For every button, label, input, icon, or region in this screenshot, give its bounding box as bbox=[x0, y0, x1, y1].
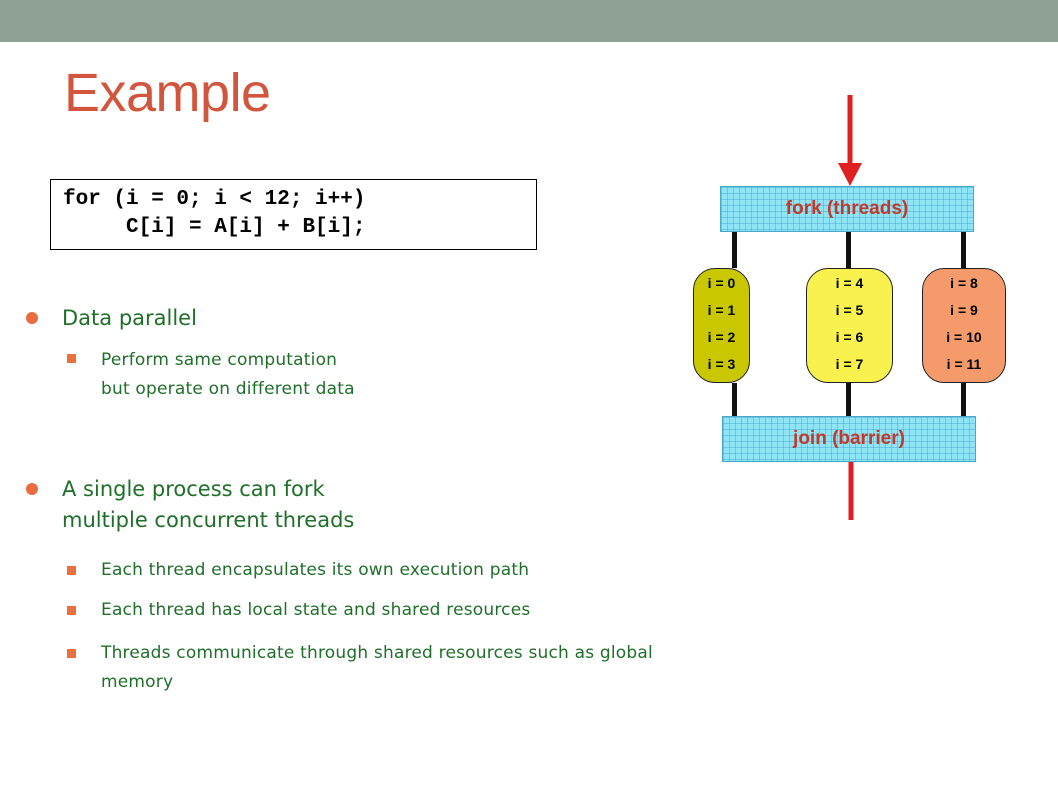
sub-bullet-text-line: Perform same computation bbox=[101, 350, 338, 370]
bullet-text-line: multiple concurrent threads bbox=[62, 508, 355, 532]
connector-line bbox=[732, 230, 737, 268]
slide-title: Example bbox=[64, 63, 271, 123]
fork-box: fork (threads) bbox=[720, 186, 974, 232]
sub-bullet-text-line: Each thread encapsulates its own executi… bbox=[101, 560, 530, 580]
bullet-icon bbox=[26, 312, 38, 324]
code-line-1: for (i = 0; i < 12; i++) bbox=[63, 188, 366, 211]
thread-block-1: i = 0 i = 1 i = 2 i = 3 bbox=[693, 268, 750, 383]
code-line-2: C[i] = A[i] + B[i]; bbox=[63, 216, 366, 239]
bullet-text-line: Data parallel bbox=[62, 306, 197, 330]
sub-bullet-communicate: Threads communicate through shared resou… bbox=[101, 639, 653, 697]
sub-bullet-local-state: Each thread has local state and shared r… bbox=[101, 596, 530, 625]
thread-iteration: i = 8 bbox=[950, 275, 978, 291]
incoming-arrow-head bbox=[838, 163, 862, 186]
thread-iteration: i = 10 bbox=[946, 329, 982, 345]
bullet-text-line: A single process can fork bbox=[62, 477, 325, 501]
sub-bullet-text-line: Threads communicate through shared resou… bbox=[101, 643, 653, 663]
bullet-data-parallel: Data parallel bbox=[62, 303, 197, 334]
join-box: join (barrier) bbox=[722, 416, 976, 462]
thread-block-2: i = 4 i = 5 i = 6 i = 7 bbox=[806, 268, 893, 383]
thread-iteration: i = 6 bbox=[835, 329, 864, 345]
sub-bullet-execution-path: Each thread encapsulates its own executi… bbox=[101, 556, 529, 585]
thread-iteration: i = 5 bbox=[835, 302, 864, 318]
connector-line bbox=[846, 383, 851, 416]
thread-iteration: i = 9 bbox=[950, 302, 978, 318]
connector-line bbox=[961, 230, 966, 268]
thread-iteration: i = 1 bbox=[707, 302, 736, 318]
sub-bullet-text-line: but operate on different data bbox=[101, 379, 355, 399]
thread-iteration: i = 7 bbox=[835, 356, 864, 372]
thread-iteration: i = 0 bbox=[707, 275, 736, 291]
connector-line bbox=[846, 230, 851, 268]
thread-iteration: i = 2 bbox=[707, 329, 736, 345]
connector-line bbox=[732, 383, 737, 416]
sub-bullet-text-line: memory bbox=[101, 672, 174, 692]
thread-block-3: i = 8 i = 9 i = 10 i = 11 bbox=[922, 268, 1006, 383]
connector-line bbox=[961, 383, 966, 416]
thread-iteration: i = 4 bbox=[835, 275, 864, 291]
sub-bullet-icon bbox=[67, 354, 76, 363]
join-label: join (barrier) bbox=[793, 428, 905, 449]
bullet-icon bbox=[26, 483, 38, 495]
sub-bullet-text-line: Each thread has local state and shared r… bbox=[101, 600, 531, 620]
code-box: for (i = 0; i < 12; i++) C[i] = A[i] + B… bbox=[50, 179, 537, 250]
sub-bullet-icon bbox=[67, 606, 76, 615]
bullet-fork-threads: A single process can fork multiple concu… bbox=[62, 474, 354, 536]
sub-bullet-same-computation: Perform same computation but operate on … bbox=[101, 346, 355, 404]
header-bar bbox=[0, 0, 1058, 42]
thread-iteration: i = 11 bbox=[946, 356, 982, 372]
thread-iteration: i = 3 bbox=[707, 356, 736, 372]
fork-label: fork (threads) bbox=[785, 198, 909, 219]
sub-bullet-icon bbox=[67, 649, 76, 658]
sub-bullet-icon bbox=[67, 566, 76, 575]
